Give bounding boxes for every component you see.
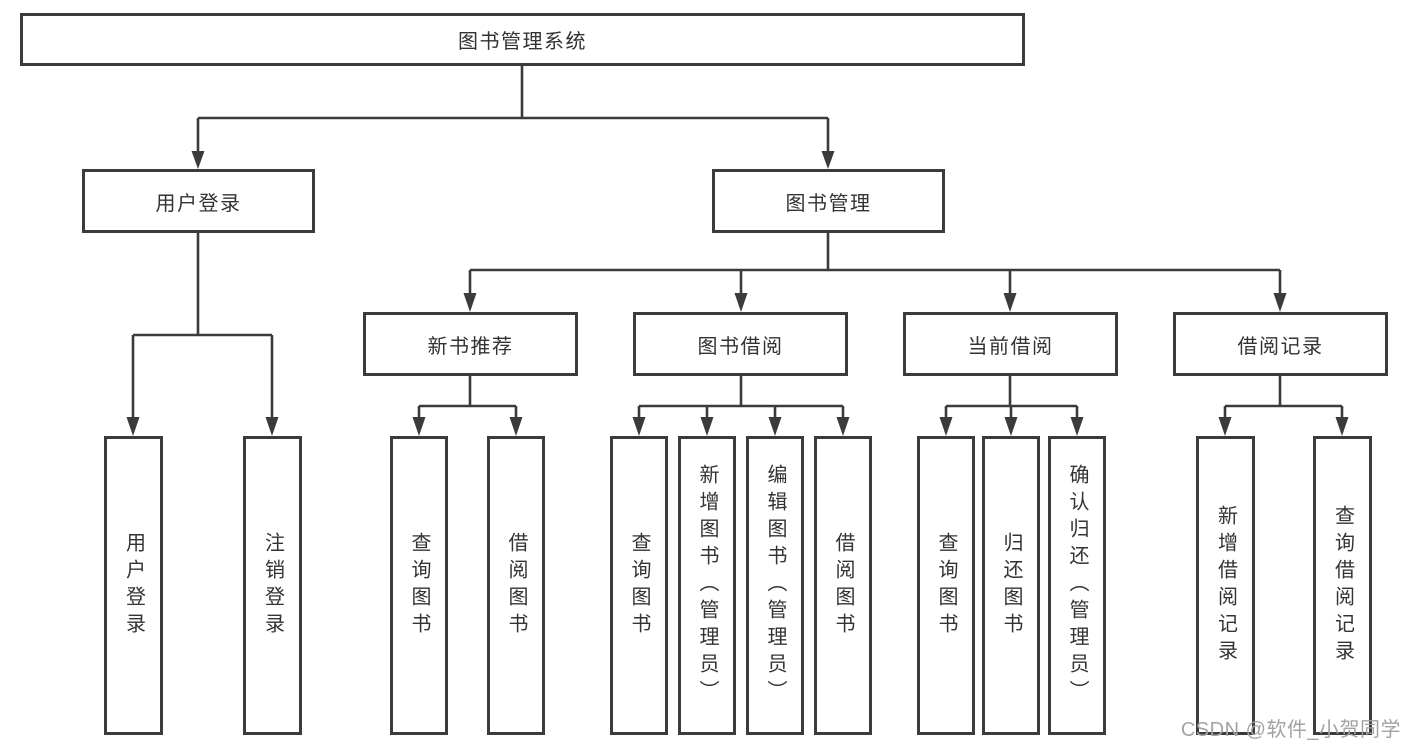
- node-label: 新书推荐: [427, 335, 514, 358]
- node-label: 查询借阅记录: [1331, 504, 1354, 667]
- leaf-query-books-current: 查询图书: [917, 436, 975, 735]
- node-label: 编辑图书（管理员）: [764, 464, 786, 707]
- csdn-watermark: CSDN @软件_小贺同学: [1180, 719, 1401, 741]
- leaf-borrow-books-recommend: 借阅图书: [487, 436, 545, 735]
- node-label: 图书借阅: [697, 335, 784, 358]
- node-label: 归还图书: [1000, 531, 1022, 640]
- node-label: 查询图书: [408, 531, 430, 640]
- node-label: 用户登录: [122, 531, 145, 640]
- node-label: 借阅记录: [1237, 335, 1324, 358]
- leaf-edit-books-admin: 编辑图书（管理员）: [746, 436, 804, 735]
- leaf-borrow-books: 借阅图书: [814, 436, 872, 735]
- leaf-query-books-borrowing: 查询图书: [610, 436, 668, 735]
- node-label: 借阅图书: [832, 531, 854, 640]
- node-label: 注销登录: [261, 531, 284, 640]
- leaf-user-login: 用户登录: [104, 436, 163, 735]
- leaf-logout: 注销登录: [243, 436, 302, 735]
- node-label: 借阅图书: [505, 531, 527, 640]
- leaf-add-borrow-record: 新增借阅记录: [1196, 436, 1255, 735]
- connector-stems: [196, 66, 1282, 406]
- node-label: 新增借阅记录: [1214, 504, 1237, 667]
- leaf-add-books-admin: 新增图书（管理员）: [678, 436, 736, 735]
- node-label: 用户登录: [155, 192, 242, 215]
- node-label: 查询图书: [628, 531, 650, 640]
- node-book-borrowing: 图书借阅: [633, 312, 848, 376]
- node-current-borrowing: 当前借阅: [903, 312, 1118, 376]
- node-library-management-system: 图书管理系统: [20, 13, 1025, 66]
- node-label: 当前借阅: [967, 335, 1054, 358]
- connector-arrows: [126, 118, 1349, 436]
- node-label: 新增图书（管理员）: [696, 464, 718, 707]
- node-label: 图书管理: [785, 192, 872, 215]
- node-user-login: 用户登录: [82, 169, 315, 233]
- leaf-confirm-return-admin: 确认归还（管理员）: [1048, 436, 1106, 735]
- leaf-return-books: 归还图书: [982, 436, 1040, 735]
- leaf-query-books-recommend: 查询图书: [390, 436, 448, 735]
- node-new-book-recommend: 新书推荐: [363, 312, 578, 376]
- node-book-management: 图书管理: [712, 169, 945, 233]
- node-borrowing-records: 借阅记录: [1173, 312, 1388, 376]
- node-label: 查询图书: [935, 531, 957, 640]
- leaf-query-borrow-record: 查询借阅记录: [1313, 436, 1372, 735]
- node-label: 确认归还（管理员）: [1066, 464, 1088, 707]
- node-label: 图书管理系统: [458, 31, 587, 53]
